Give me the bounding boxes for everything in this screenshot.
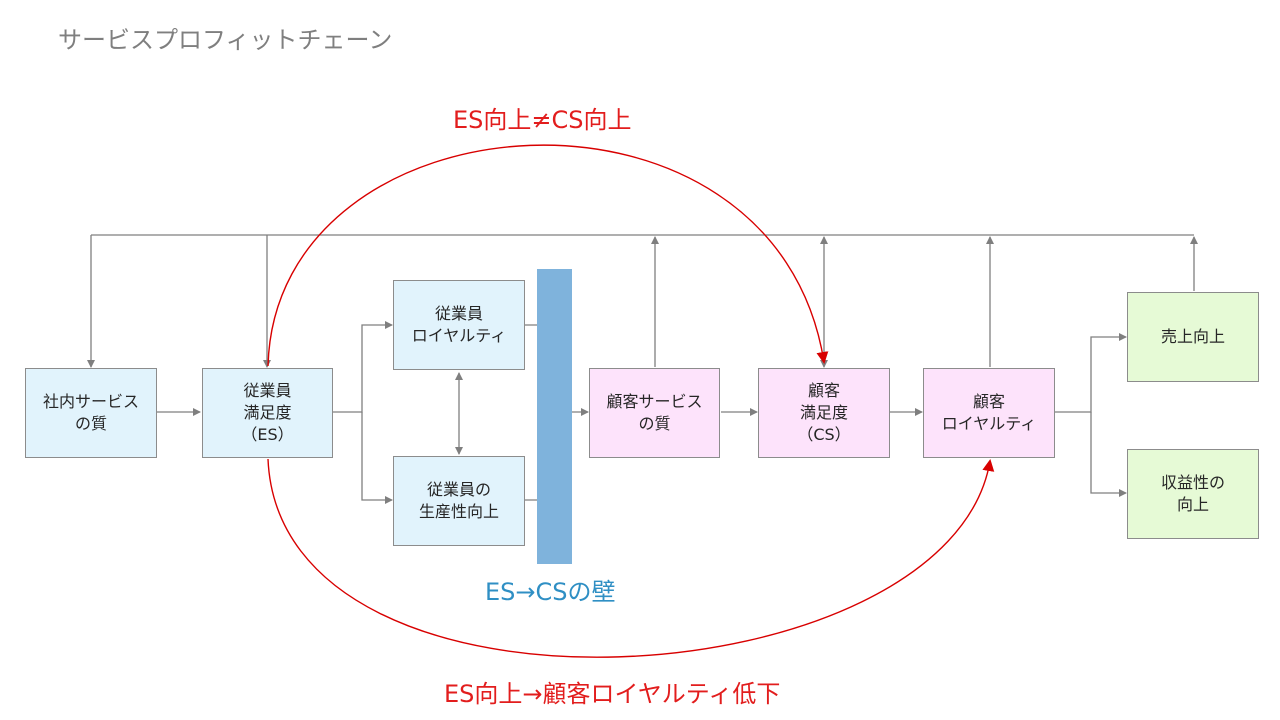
node-customer-satisfaction: 顧客 満足度 （CS） [758, 368, 890, 458]
annotation-bottom: ES向上→顧客ロイヤルティ低下 [444, 680, 781, 708]
node-employee-loyalty: 従業員 ロイヤルティ [393, 280, 525, 370]
flow-es-branch-lower [361, 412, 393, 504]
top-arc [267, 144, 829, 367]
annotation-wall: ES→CSの壁 [485, 578, 616, 606]
node-employee-productivity: 従業員の 生産性向上 [393, 456, 525, 546]
node-customer-service-quality: 顧客サービス の質 [589, 368, 720, 458]
flow-loyalty-branch-lower [1090, 412, 1127, 497]
node-profitability-increase: 収益性の 向上 [1127, 449, 1259, 539]
node-customer-loyalty: 顧客 ロイヤルティ [923, 368, 1055, 458]
page-title: サービスプロフィットチェーン [58, 26, 393, 54]
es-cs-wall [537, 269, 572, 564]
annotation-top: ES向上≠CS向上 [453, 106, 632, 134]
flow-loyalty-branch [1055, 333, 1127, 413]
node-sales-increase: 売上向上 [1127, 292, 1259, 382]
node-internal-service-quality: 社内サービス の質 [25, 368, 157, 458]
bottom-arc [267, 458, 995, 658]
flow-es-branch [333, 321, 393, 413]
node-employee-satisfaction: 従業員 満足度 （ES） [202, 368, 333, 458]
